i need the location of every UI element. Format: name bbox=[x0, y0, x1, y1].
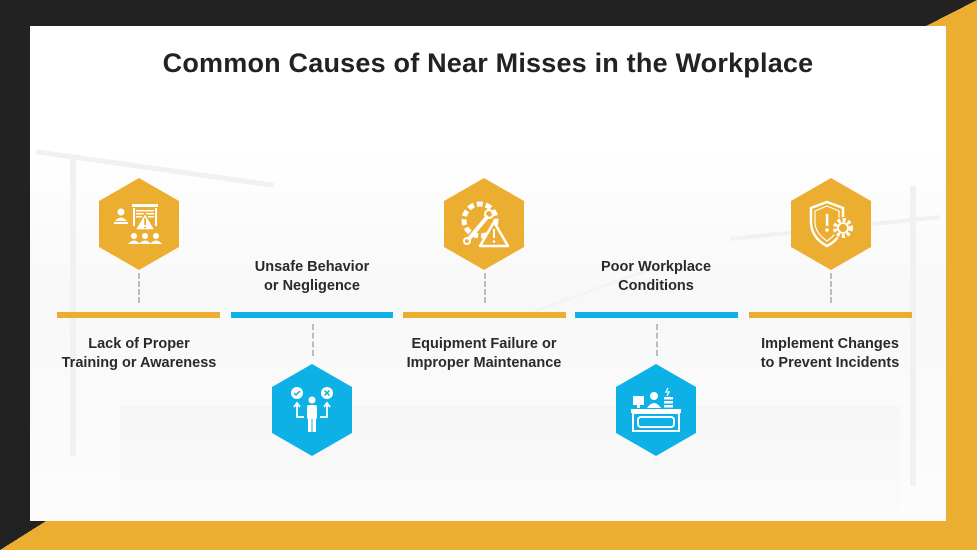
step-2-hexagon bbox=[272, 364, 352, 456]
step-4-connector bbox=[656, 324, 658, 356]
background-buildings bbox=[120, 406, 900, 516]
slide-card: Common Causes of Near Misses in the Work… bbox=[30, 26, 946, 521]
step-3-connector bbox=[484, 273, 486, 303]
timeline-segment-5 bbox=[749, 312, 912, 318]
shield-alert-gear-icon bbox=[809, 200, 854, 248]
step-1-connector bbox=[138, 273, 140, 303]
timeline-segment-4 bbox=[575, 312, 738, 318]
step-5-label-line1: Implement Changes bbox=[761, 336, 899, 352]
step-2-label-line2: or Negligence bbox=[264, 278, 360, 294]
frame-corner-top-right bbox=[926, 0, 977, 26]
page-title: Common Causes of Near Misses in the Work… bbox=[162, 48, 814, 78]
step-1-label-line1: Lack of Proper bbox=[88, 336, 190, 352]
frame-corner-bottom-left bbox=[0, 521, 46, 550]
crane-mast-right bbox=[910, 186, 916, 486]
step-1-label-line2: Training or Awareness bbox=[61, 355, 217, 371]
step-4-label: Poor Workplace Conditions bbox=[561, 258, 751, 296]
timeline-segment-1 bbox=[57, 312, 220, 318]
step-5-label: Implement Changes to Prevent Incidents bbox=[735, 335, 925, 373]
cluttered-desk-icon bbox=[631, 387, 681, 432]
step-5-label-line2: to Prevent Incidents bbox=[760, 355, 900, 371]
step-2-connector bbox=[312, 324, 314, 356]
step-3-label: Equipment Failure or Improper Maintenanc… bbox=[389, 335, 579, 373]
training-warning-icon bbox=[114, 204, 162, 244]
step-3-label-line2: Improper Maintenance bbox=[406, 355, 562, 371]
step-3-label-line1: Equipment Failure or bbox=[411, 336, 557, 352]
step-4-label-line2: Conditions bbox=[618, 278, 694, 294]
timeline-segment-3 bbox=[403, 312, 566, 318]
step-3-hexagon bbox=[444, 178, 524, 270]
frame-accent-bottom bbox=[30, 521, 977, 550]
step-4-label-line1: Poor Workplace bbox=[600, 259, 712, 275]
step-1-label: Lack of Proper Training or Awareness bbox=[44, 335, 234, 373]
step-2-label-line1: Unsafe Behavior bbox=[254, 259, 370, 275]
timeline-segment-2 bbox=[231, 312, 393, 318]
step-5-connector bbox=[830, 273, 832, 303]
crane-mast-left bbox=[70, 156, 76, 456]
step-2-label: Unsafe Behavior or Negligence bbox=[217, 258, 407, 296]
person-choice-icon bbox=[291, 387, 333, 432]
gear-wrench-warning-icon bbox=[461, 201, 510, 248]
